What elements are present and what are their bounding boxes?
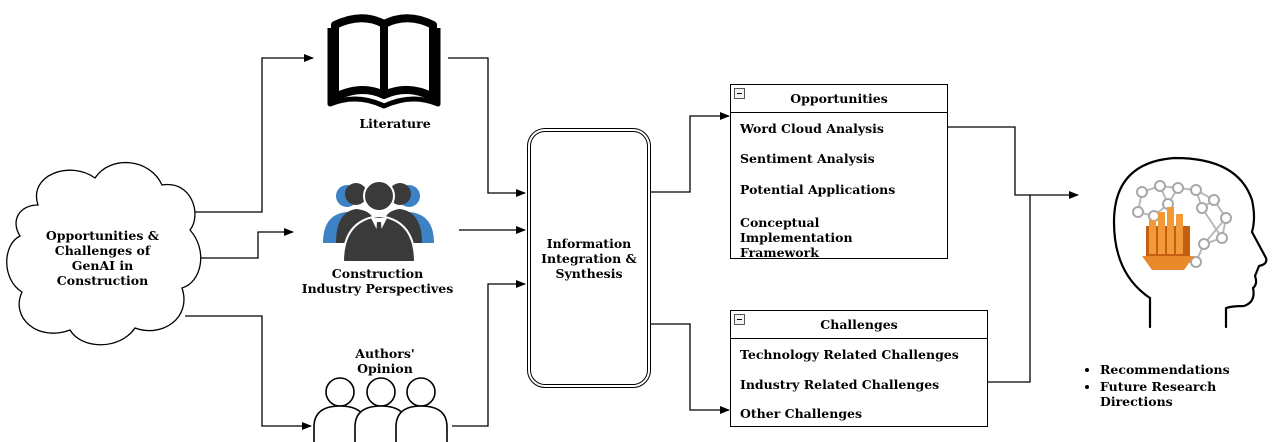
collapse-icon[interactable] [734,88,745,99]
arrow-source-to-literature [185,54,314,213]
synthesis-process-box [527,128,651,388]
opportunity-item: Sentiment Analysis [740,151,875,166]
opportunities-header: Opportunities [731,85,947,113]
output-item: Recommendations [1100,362,1278,377]
collapse-icon[interactable] [734,314,745,325]
ai-head-icon [1112,156,1268,329]
synthesis-process-label: Information Integration & Synthesis [541,236,637,281]
arrow-source-to-authors [185,315,312,430]
arrow-opportunities-to-output [947,126,1079,199]
business-people-icon [323,180,434,263]
opportunity-item: Potential Applications [740,182,896,197]
source-cloud-shape [6,162,202,346]
arrow-literature-to-process [448,57,526,197]
output-item: Future Research Directions [1100,379,1278,409]
arrow-process-to-challenges [650,323,730,414]
challenge-item: Other Challenges [740,406,863,421]
book-icon [327,14,441,109]
challenges-panel: Challenges Technology Related Challenges… [730,310,988,427]
outputs-list: Recommendations Future Research Directio… [1082,362,1278,411]
ai-bar-chart [1142,207,1194,270]
opportunity-item: Word Cloud Analysis [740,121,884,136]
opportunities-title: Opportunities [790,91,888,106]
authors-group-icon [313,377,448,442]
line-challenges-to-output [987,195,1031,383]
literature-label: Literature [359,116,431,131]
arrow-process-to-opportunities [650,112,730,193]
challenge-item: Technology Related Challenges [740,347,959,362]
challenge-item: Industry Related Challenges [740,377,940,392]
challenges-header: Challenges [731,311,987,339]
arrow-authors-to-process [452,280,526,427]
arrow-source-to-industry [183,228,294,259]
opportunities-panel: Opportunities Word Cloud Analysis Sentim… [730,84,948,260]
authors-label: Authors' Opinion [355,346,415,376]
source-cloud-label: Opportunities & Challenges of GenAI in C… [45,228,160,288]
industry-label: Construction Industry Perspectives [301,266,454,296]
opportunity-item: Conceptual Implementation Framework [740,215,853,260]
challenges-title: Challenges [820,317,898,332]
